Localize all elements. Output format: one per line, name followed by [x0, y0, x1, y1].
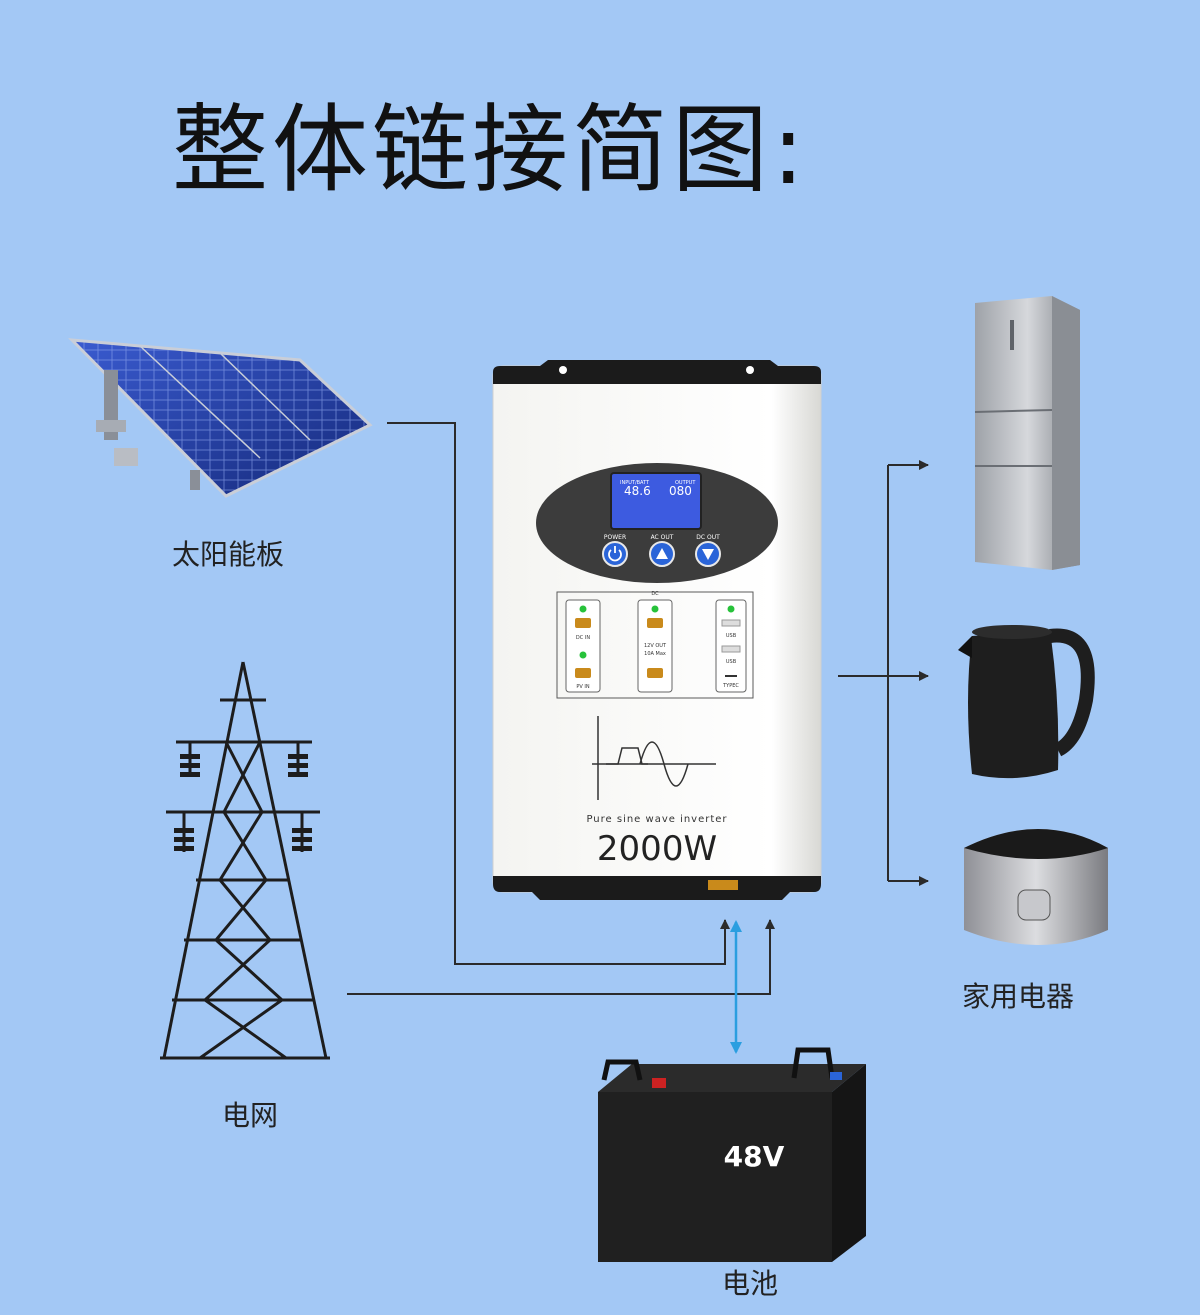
label-appliances: 家用电器 — [962, 980, 1075, 1013]
typec-label: TYPEC — [722, 683, 739, 689]
lcd-right-value: 080 — [669, 484, 692, 498]
inverter-power-rating: 2000W — [597, 829, 717, 869]
connection-lines — [347, 422, 929, 995]
inverter-buttons — [602, 541, 721, 567]
insulators — [174, 754, 312, 851]
refrigerator-image — [974, 296, 1080, 570]
lcd-left-value: 48.6 — [624, 484, 651, 498]
grid-to-inverter-line — [347, 919, 775, 995]
dc-12v-out-label: 12V OUT — [644, 643, 667, 649]
solar-to-inverter-line — [387, 422, 730, 965]
ac-out-button-label: AC OUT — [651, 534, 674, 541]
dc-section-label: DC — [651, 591, 659, 597]
inverter-subtitle: Pure sine wave inverter — [586, 814, 727, 825]
power-button-icon — [602, 541, 628, 567]
dc-out-button-label: DC OUT — [696, 534, 720, 541]
battery-image: 48V — [598, 1047, 866, 1262]
kettle-image — [958, 625, 1095, 779]
battery-voltage: 48V — [724, 1140, 785, 1173]
power-button-label: POWER — [604, 534, 626, 541]
page-title: 整体链接简图: — [172, 94, 809, 206]
rice-cooker-image — [964, 829, 1108, 945]
power-tower-image — [160, 661, 330, 1060]
dc-in-label: DC IN — [576, 635, 590, 641]
usb-label-1: USB — [726, 633, 737, 639]
solar-panel-image — [68, 338, 373, 498]
lcd-left-caption: INPUT/BATT — [620, 480, 650, 486]
dc-10a-max-label: 10A Max — [644, 651, 666, 657]
usb-label-2: USB — [726, 659, 737, 665]
label-grid: 电网 — [222, 1099, 279, 1132]
inverter-image — [492, 360, 822, 900]
label-solar-panel: 太阳能板 — [172, 538, 285, 571]
pv-in-label: PV IN — [576, 684, 589, 690]
lcd-right-caption: OUTPUT — [675, 480, 696, 486]
label-battery: 电池 — [722, 1267, 779, 1300]
